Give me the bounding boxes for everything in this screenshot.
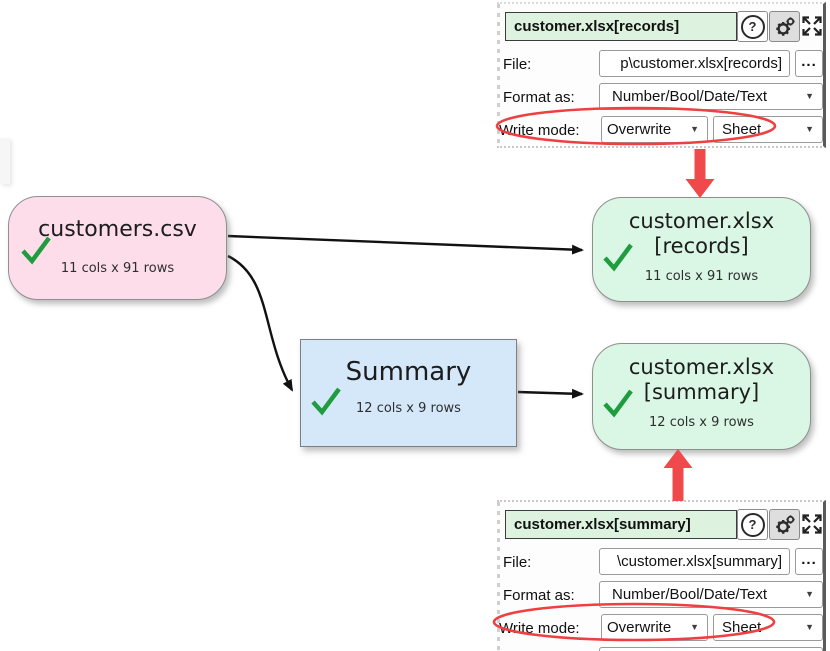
node-stats: 12 cols x 9 rows xyxy=(356,401,461,416)
chevron-down-icon: ▼ xyxy=(690,622,699,632)
panel-records-settings: customer.xlsx[records] ? File: p\c xyxy=(497,2,826,148)
connector-csv-to-summary[interactable] xyxy=(227,254,294,392)
chevron-down-icon: ▼ xyxy=(805,622,814,632)
file-label: File: xyxy=(503,56,532,73)
check-icon xyxy=(603,243,633,272)
chevron-down-icon: ▼ xyxy=(805,91,814,101)
format-as-dropdown[interactable]: Number/Bool/Date/Text ▼ xyxy=(599,83,823,110)
browse-button[interactable]: ... xyxy=(795,548,823,575)
write-mode-dropdown[interactable]: Overwrite ▼ xyxy=(601,614,708,641)
chevron-down-icon: ▼ xyxy=(805,124,814,134)
node-title-line2: [summary] xyxy=(643,380,760,404)
help-icon: ? xyxy=(740,512,765,537)
panel-summary-settings: customer.xlsx[summary] ? File: \cu xyxy=(497,500,826,651)
chevron-down-icon: ▼ xyxy=(805,589,814,599)
format-as-label: Format as: xyxy=(503,587,575,604)
file-label: File: xyxy=(503,554,532,571)
node-stats: 11 cols x 91 rows xyxy=(60,261,175,276)
node-stats: 11 cols x 91 rows xyxy=(644,269,759,284)
format-as-dropdown[interactable]: Number/Bool/Date/Text ▼ xyxy=(599,581,823,608)
write-target-dropdown[interactable]: Sheet ▼ xyxy=(713,116,823,143)
help-button[interactable]: ? xyxy=(737,11,768,42)
help-button[interactable]: ? xyxy=(737,509,768,540)
expand-arrows-icon xyxy=(802,15,822,36)
write-mode-dropdown[interactable]: Overwrite ▼ xyxy=(601,116,708,143)
clipped-row xyxy=(599,647,823,651)
panel-title: customer.xlsx[records] xyxy=(505,12,737,41)
write-mode-label: Write mode: xyxy=(499,122,580,139)
node-title: customers.csv xyxy=(38,217,197,242)
connector-summary-to-output[interactable] xyxy=(517,388,584,399)
node-summary-transform[interactable]: Summary 12 cols x 9 rows xyxy=(300,339,517,447)
check-icon xyxy=(603,389,633,418)
connector-csv-to-records[interactable] xyxy=(227,234,584,255)
node-customers-csv[interactable]: customers.csv 11 cols x 91 rows xyxy=(8,196,227,300)
node-title-line1: customer.xlsx xyxy=(628,355,775,379)
node-customer-xlsx-summary[interactable]: customer.xlsx [summary] 12 cols x 9 rows xyxy=(592,343,811,450)
file-input[interactable]: p\customer.xlsx[records] xyxy=(599,50,790,77)
format-as-label: Format as: xyxy=(503,89,575,106)
help-icon: ? xyxy=(740,14,765,39)
gear-icon xyxy=(775,514,795,534)
file-input[interactable]: \customer.xlsx[summary] xyxy=(599,548,790,575)
check-icon xyxy=(21,236,51,265)
write-target-dropdown[interactable]: Sheet ▼ xyxy=(713,614,823,641)
settings-button[interactable] xyxy=(769,509,800,540)
check-icon xyxy=(311,387,341,416)
panel-title: customer.xlsx[summary] xyxy=(505,510,737,539)
node-title-line2: [records] xyxy=(654,234,749,258)
expand-arrows-icon xyxy=(802,513,822,534)
node-stats: 12 cols x 9 rows xyxy=(649,415,754,430)
chevron-down-icon: ▼ xyxy=(690,124,699,134)
node-customer-xlsx-records[interactable]: customer.xlsx [records] 11 cols x 91 row… xyxy=(592,197,811,302)
node-title-line1: customer.xlsx xyxy=(628,209,775,233)
node-title: Summary xyxy=(345,357,472,387)
write-mode-label: Write mode: xyxy=(499,620,580,637)
expand-button[interactable] xyxy=(800,11,823,40)
cutoff-pane-sliver xyxy=(0,138,10,184)
browse-button[interactable]: ... xyxy=(795,50,823,77)
settings-button[interactable] xyxy=(769,11,800,42)
gear-icon xyxy=(775,16,795,36)
expand-button[interactable] xyxy=(800,509,823,538)
